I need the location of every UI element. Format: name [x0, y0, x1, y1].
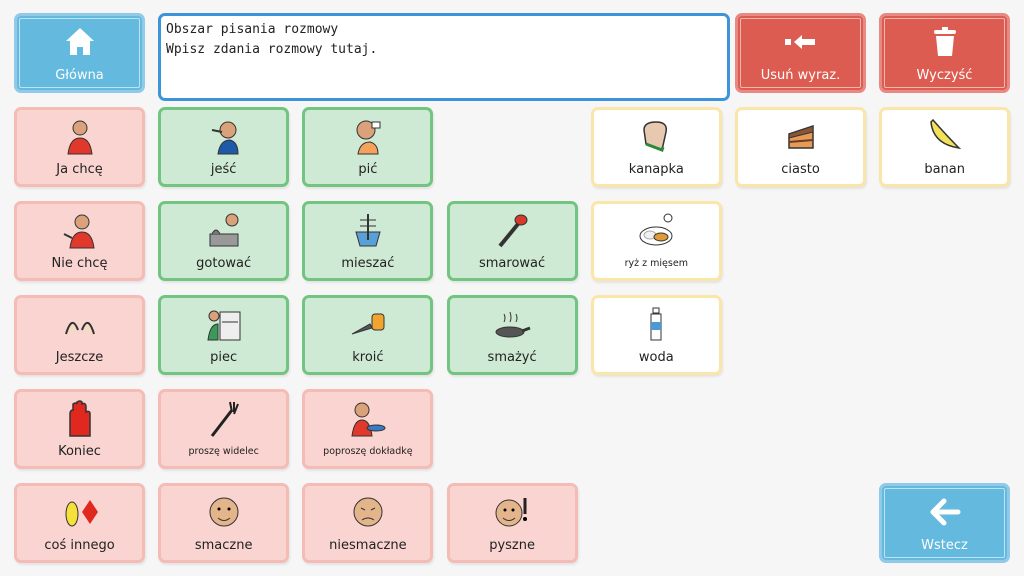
face-tasty-icon	[161, 492, 286, 532]
tile-person-plate[interactable]: poproszę dokładkę	[302, 389, 434, 469]
tile-label: Ja chcę	[56, 162, 103, 177]
tile-more-hands[interactable]: Jeszcze	[14, 295, 145, 375]
home-icon	[17, 22, 142, 62]
tile-sandwich[interactable]: kanapka	[590, 107, 722, 187]
frying-pan-icon	[450, 304, 575, 344]
tile-person-drinking[interactable]: pić	[302, 107, 434, 187]
spreading-icon	[450, 210, 575, 250]
person-waving-icon	[17, 116, 142, 156]
tile-rice-meat[interactable]: ryż z mięsem	[590, 201, 722, 281]
person-drinking-icon	[305, 116, 430, 156]
tile-face-tasty[interactable]: smaczne	[158, 483, 290, 563]
back-label: Wstecz	[921, 538, 968, 553]
tile-label: poproszę dokładkę	[323, 446, 413, 457]
delete-word-button[interactable]: Usuń wyraz.	[735, 13, 866, 93]
tile-oven[interactable]: piec	[158, 295, 290, 375]
tile-label: smarować	[479, 256, 546, 271]
face-yuck-icon	[305, 492, 430, 532]
home-button[interactable]: Główna	[14, 13, 145, 93]
tile-label: coś innego	[44, 538, 115, 553]
tile-label: woda	[638, 350, 674, 365]
backspace-arrow-icon	[738, 22, 863, 62]
tile-label: kanapka	[628, 162, 684, 177]
stop-hand-icon	[17, 398, 142, 438]
delete-word-label: Usuń wyraz.	[760, 68, 841, 83]
person-plate-icon	[305, 398, 430, 438]
tile-cake[interactable]: ciasto	[735, 107, 866, 187]
cooking-icon	[161, 210, 286, 250]
trash-icon	[882, 22, 1007, 62]
tile-knife[interactable]: kroić	[302, 295, 434, 375]
tile-label: Nie chcę	[51, 256, 108, 271]
knife-icon	[305, 304, 430, 344]
tile-cooking[interactable]: gotować	[158, 201, 290, 281]
tile-label: gotować	[196, 256, 252, 271]
oven-icon	[161, 304, 286, 344]
back-button[interactable]: Wstecz	[879, 483, 1010, 563]
fork-icon	[161, 398, 286, 438]
rice-meat-icon	[594, 210, 719, 250]
tile-frying-pan[interactable]: smażyć	[446, 295, 578, 375]
tile-label: mieszać	[341, 256, 395, 271]
face-delicious-icon	[450, 492, 575, 532]
tile-label: pyszne	[489, 538, 535, 553]
message-line-2: Wpisz zdania rozmowy tutaj.	[166, 42, 378, 57]
tile-banana[interactable]: banan	[879, 107, 1011, 187]
tile-label: Jeszcze	[55, 350, 104, 365]
shapes-icon	[17, 492, 142, 532]
more-hands-icon	[17, 304, 142, 344]
tile-label: banan	[924, 162, 966, 177]
tile-label: pić	[358, 162, 378, 177]
person-eating-icon	[161, 116, 286, 156]
tile-label: piec	[210, 350, 238, 365]
tile-label: Koniec	[58, 444, 101, 459]
tile-label: kroić	[352, 350, 384, 365]
banana-icon	[882, 116, 1007, 156]
message-line-1: Obszar pisania rozmowy	[166, 22, 339, 37]
message-area[interactable]: Obszar pisania rozmowy Wpisz zdania rozm…	[158, 13, 730, 101]
tile-label: proszę widelec	[188, 446, 259, 457]
tile-label: smaczne	[194, 538, 253, 553]
tile-label: ciasto	[781, 162, 820, 177]
person-refusing-icon	[17, 210, 142, 250]
tile-label: ryż z mięsem	[624, 258, 688, 269]
tile-spreading[interactable]: smarować	[446, 201, 578, 281]
tile-face-delicious[interactable]: pyszne	[446, 483, 578, 563]
tile-water-bottle[interactable]: woda	[590, 295, 722, 375]
tile-fork[interactable]: proszę widelec	[158, 389, 290, 469]
arrow-left-icon	[882, 492, 1007, 532]
tile-label: niesmaczne	[329, 538, 407, 553]
tile-person-eating[interactable]: jeść	[158, 107, 290, 187]
mixing-icon	[305, 210, 430, 250]
tile-mixing[interactable]: mieszać	[302, 201, 434, 281]
tile-label: jeść	[210, 162, 237, 177]
tile-label: smażyć	[487, 350, 537, 365]
tile-face-yuck[interactable]: niesmaczne	[302, 483, 434, 563]
water-bottle-icon	[594, 304, 719, 344]
cake-icon	[738, 116, 863, 156]
clear-label: Wyczyść	[916, 68, 973, 83]
tile-person-waving[interactable]: Ja chcę	[14, 107, 145, 187]
tile-person-refusing[interactable]: Nie chcę	[14, 201, 145, 281]
tile-stop-hand[interactable]: Koniec	[14, 389, 145, 469]
tile-shapes[interactable]: coś innego	[14, 483, 145, 563]
clear-button[interactable]: Wyczyść	[879, 13, 1010, 93]
home-label: Główna	[55, 68, 104, 83]
sandwich-icon	[594, 116, 719, 156]
